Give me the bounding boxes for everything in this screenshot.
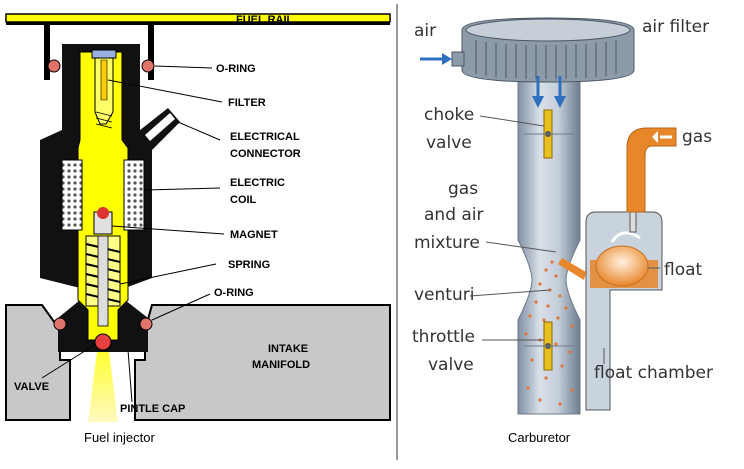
- electric-coil-right: [123, 159, 145, 231]
- air-flow-arrows: [420, 53, 566, 108]
- caption-fuel-injector: Fuel injector: [84, 430, 155, 445]
- label-electrical-connector-2: CONNECTOR: [230, 148, 301, 160]
- label-throttle-1: throttle: [412, 327, 475, 347]
- choke-valve: [524, 109, 574, 159]
- o-ring-bottom-right: [139, 317, 153, 331]
- label-gas: gas: [682, 127, 712, 147]
- label-float: float: [664, 260, 703, 280]
- electric-coil-left: [61, 159, 83, 231]
- fuel-rail: [5, 13, 391, 23]
- label-choke-2: valve: [426, 133, 472, 153]
- caption-carburetor: Carburetor: [508, 430, 571, 445]
- label-o-ring-bottom: O-RING: [214, 287, 254, 299]
- gas-air-mixture: [524, 260, 574, 406]
- carburetor-panel: air air filter choke valve gas gas and a…: [412, 17, 713, 445]
- label-electric-coil-1: ELECTRIC: [230, 177, 285, 189]
- fuel-injector-panel: FUEL RAIL: [5, 4, 391, 445]
- label-pintle-cap: PINTLE CAP: [120, 403, 185, 415]
- gas-pipe: [626, 127, 677, 213]
- label-mixture-3: mixture: [414, 233, 480, 253]
- label-intake-manifold-1: INTAKE: [268, 343, 308, 355]
- carburetor-leader-lines: [469, 115, 660, 364]
- label-fuel-rail: FUEL RAIL: [236, 14, 294, 26]
- label-venturi: venturi: [414, 285, 474, 305]
- label-valve: VALVE: [14, 381, 49, 393]
- intake-manifold-left: [5, 304, 71, 421]
- float: [595, 245, 649, 287]
- air-filter: [451, 17, 635, 83]
- o-ring-top-left: [47, 59, 61, 73]
- label-mixture-2: and air: [424, 205, 484, 225]
- o-ring-bottom-left: [53, 317, 67, 331]
- label-throttle-2: valve: [428, 355, 474, 375]
- label-magnet: MAGNET: [230, 229, 278, 241]
- gas-flow-arrow: [652, 131, 658, 143]
- injector-leader-lines: [41, 65, 225, 403]
- label-air: air: [414, 21, 436, 41]
- filter-threads: [95, 111, 113, 129]
- fuel-spray: [88, 352, 118, 422]
- label-electric-coil-2: COIL: [230, 194, 257, 206]
- rail-wall-left: [44, 25, 50, 80]
- label-mixture-1: gas: [448, 179, 478, 199]
- o-ring-top-right: [141, 59, 155, 73]
- spring: [85, 235, 121, 327]
- label-o-ring-top: O-RING: [216, 63, 256, 75]
- label-filter: FILTER: [228, 97, 266, 109]
- fuel-nozzle: [558, 258, 586, 280]
- filter-cap: [91, 49, 117, 59]
- throttle-valve: [524, 321, 574, 371]
- label-electrical-connector-1: ELECTRICAL: [230, 131, 300, 143]
- valve: [94, 333, 112, 351]
- label-float-chamber: float chamber: [594, 363, 713, 383]
- label-intake-manifold-2: MANIFOLD: [252, 359, 310, 371]
- label-spring: SPRING: [228, 259, 270, 271]
- label-choke-1: choke: [424, 105, 474, 125]
- rail-wall-right: [148, 25, 154, 80]
- label-air-filter: air filter: [642, 17, 709, 37]
